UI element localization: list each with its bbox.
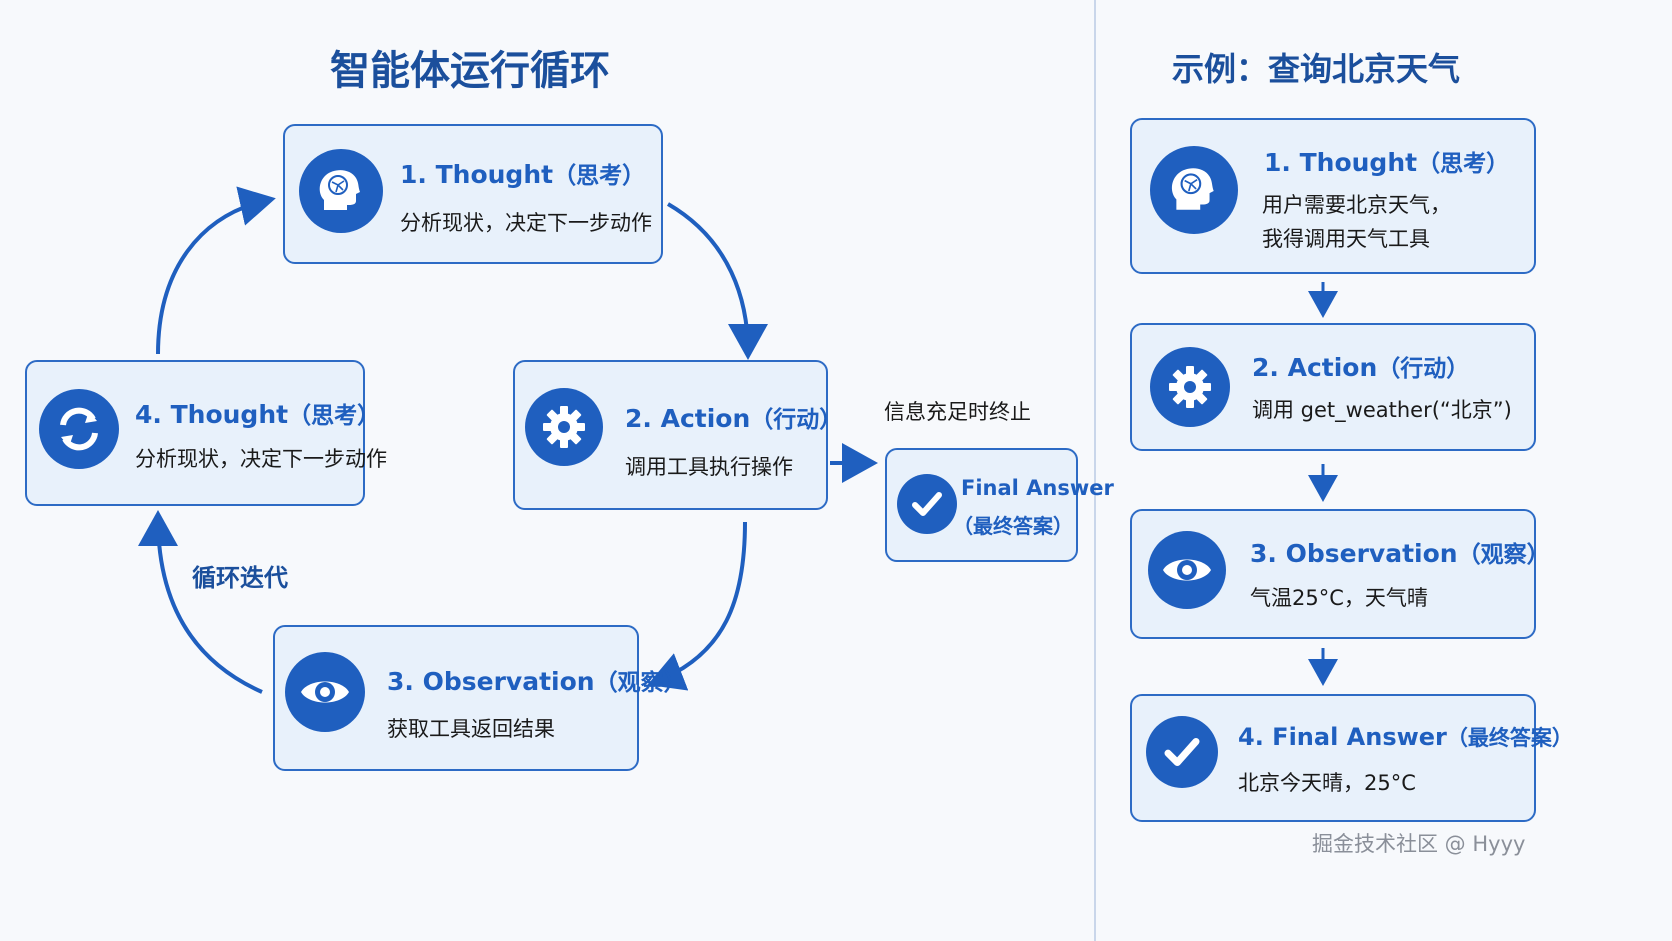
final-answer-title: Final Answer bbox=[961, 476, 1114, 500]
node-title: 3. Observation（观察） bbox=[387, 667, 687, 696]
step-title: 1. Thought（思考） bbox=[1264, 148, 1510, 177]
example-step-thought: 1. Thought（思考） 用户需要北京天气， 我得调用天气工具 bbox=[1130, 118, 1536, 274]
node-desc: 调用工具执行操作 bbox=[625, 455, 793, 479]
arrow-thought4-to-thought1 bbox=[156, 186, 276, 355]
node-desc: 分析现状，决定下一步动作 bbox=[400, 211, 652, 235]
eye-icon bbox=[1148, 531, 1226, 609]
node-desc: 获取工具返回结果 bbox=[387, 717, 555, 741]
example-step-observation: 3. Observation（观察） 气温25°C，天气晴 bbox=[1130, 509, 1550, 639]
final-answer-box: Final Answer （最终答案） bbox=[885, 448, 1114, 562]
loop-label: 循环迭代 bbox=[192, 564, 288, 592]
check-icon bbox=[1146, 716, 1218, 788]
brain-head-icon bbox=[299, 149, 383, 233]
step-desc-line1: 用户需要北京天气， bbox=[1262, 193, 1451, 217]
arrow-observation-to-thought4 bbox=[138, 510, 263, 694]
arrow-thought-to-action bbox=[666, 202, 768, 360]
eye-icon bbox=[285, 652, 365, 732]
node-desc: 分析现状，决定下一步动作 bbox=[135, 447, 387, 471]
step-desc-line1: 调用 get_weather(“北京”) bbox=[1252, 398, 1512, 422]
check-icon bbox=[897, 474, 957, 534]
node-title: 4. Thought（思考） bbox=[135, 400, 381, 429]
gear-icon bbox=[1150, 347, 1230, 427]
example-step-final-answer: 4. Final Answer（最终答案） 北京今天晴，25°C bbox=[1130, 694, 1573, 822]
refresh-icon bbox=[39, 389, 119, 469]
node-observation-3: 3. Observation（观察） 获取工具返回结果 bbox=[273, 625, 687, 771]
panel-divider bbox=[1094, 0, 1096, 941]
left-title: 智能体运行循环 bbox=[330, 48, 610, 94]
arrow-action-to-observation bbox=[647, 521, 747, 691]
node-title: 2. Action（行动） bbox=[625, 404, 843, 433]
step-title: 2. Action（行动） bbox=[1252, 353, 1470, 382]
example-step-action: 2. Action（行动） 调用 get_weather(“北京”) bbox=[1130, 323, 1536, 451]
step-desc-line1: 气温25°C，天气晴 bbox=[1250, 586, 1428, 610]
gear-icon bbox=[525, 388, 603, 466]
step-title: 3. Observation（观察） bbox=[1250, 539, 1550, 568]
final-answer-subtitle: （最终答案） bbox=[953, 514, 1073, 538]
watermark: 掘金技术社区 @ Hyyy bbox=[1312, 832, 1526, 856]
exit-condition-label: 信息充足时终止 bbox=[884, 400, 1031, 424]
node-thought-4: 4. Thought（思考） 分析现状，决定下一步动作 bbox=[25, 360, 387, 506]
node-title: 1. Thought（思考） bbox=[400, 160, 646, 189]
step-desc-line1: 北京今天晴，25°C bbox=[1238, 771, 1416, 795]
node-thought-1: 1. Thought（思考） 分析现状，决定下一步动作 bbox=[283, 124, 663, 264]
node-action-2: 2. Action（行动） 调用工具执行操作 bbox=[513, 360, 842, 510]
step-title: 4. Final Answer（最终答案） bbox=[1238, 723, 1573, 751]
right-title: 示例：查询北京天气 bbox=[1172, 50, 1461, 88]
brain-head-icon bbox=[1150, 146, 1238, 234]
step-desc-line2: 我得调用天气工具 bbox=[1262, 227, 1430, 251]
